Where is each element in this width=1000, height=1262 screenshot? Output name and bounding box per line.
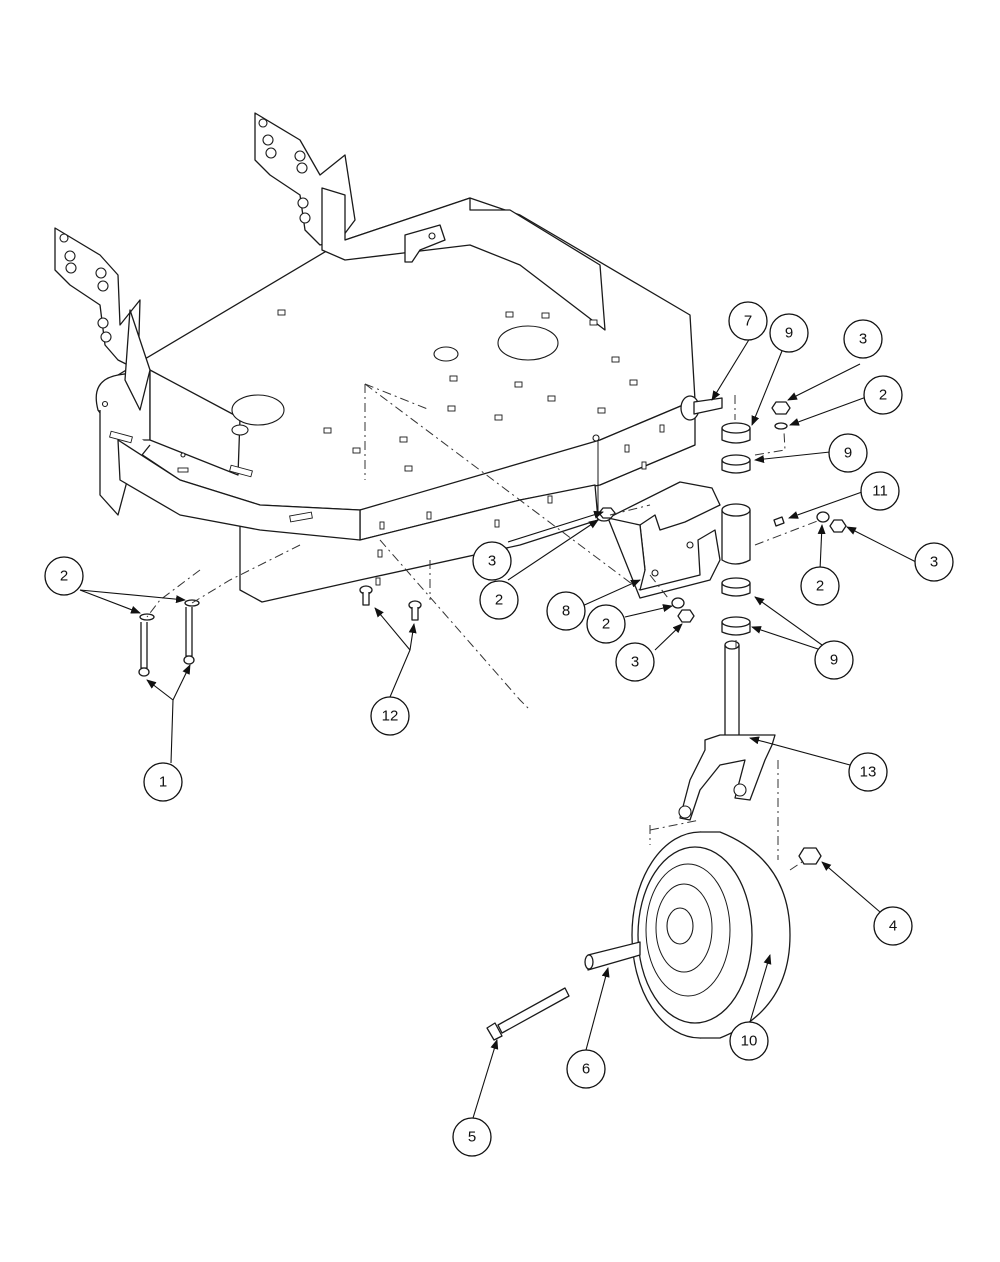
svg-text:7: 7 xyxy=(744,313,752,330)
callout-8: 8 xyxy=(546,591,586,631)
caster-fork xyxy=(678,640,776,821)
svg-text:2: 2 xyxy=(816,578,824,595)
axle-bolt-icon xyxy=(486,987,570,1041)
svg-text:10: 10 xyxy=(741,1033,758,1050)
svg-text:13: 13 xyxy=(860,764,877,781)
svg-text:2: 2 xyxy=(495,592,503,609)
callout-1: 1 xyxy=(143,762,183,802)
svg-text:11: 11 xyxy=(872,483,888,500)
callout-3: 3 xyxy=(843,319,883,359)
callout-2: 2 xyxy=(479,580,519,620)
svg-text:9: 9 xyxy=(844,445,852,462)
callout-9: 9 xyxy=(814,640,854,680)
bushing-icon xyxy=(721,422,751,636)
callout-12: 12 xyxy=(370,696,410,736)
alignment-lines xyxy=(146,383,821,871)
svg-text:4: 4 xyxy=(889,918,897,935)
callout-2: 2 xyxy=(44,556,84,596)
grease-fitting-icon xyxy=(773,516,785,527)
svg-text:2: 2 xyxy=(60,568,68,585)
svg-text:8: 8 xyxy=(562,603,570,620)
svg-text:1: 1 xyxy=(159,774,167,791)
svg-text:3: 3 xyxy=(930,554,938,571)
mower-deck xyxy=(54,112,696,603)
svg-text:9: 9 xyxy=(785,325,793,342)
caster-wheel xyxy=(631,831,791,1039)
svg-text:3: 3 xyxy=(859,331,867,348)
callout-2: 2 xyxy=(800,566,840,606)
bolt-icon xyxy=(138,585,422,677)
callout-2: 2 xyxy=(586,604,626,644)
callout-9: 9 xyxy=(828,433,868,473)
svg-text:9: 9 xyxy=(830,652,838,669)
callout-11: 11 xyxy=(860,471,900,511)
nut-icon xyxy=(598,401,847,865)
callout-5: 5 xyxy=(452,1117,492,1157)
svg-text:2: 2 xyxy=(602,616,610,633)
callout-7: 7 xyxy=(728,301,768,341)
svg-text:12: 12 xyxy=(382,708,399,725)
callout-3: 3 xyxy=(615,642,655,682)
callout-4: 4 xyxy=(873,906,913,946)
callout-13: 13 xyxy=(848,752,888,792)
svg-text:2: 2 xyxy=(879,387,887,404)
spacer-icon xyxy=(584,941,641,971)
callout-10: 10 xyxy=(729,1021,769,1061)
callout-3: 3 xyxy=(914,542,954,582)
svg-text:3: 3 xyxy=(488,553,496,570)
callout-2: 2 xyxy=(863,375,903,415)
clip-pin-icon xyxy=(680,395,723,421)
svg-text:6: 6 xyxy=(582,1061,590,1078)
callout-3: 3 xyxy=(472,541,512,581)
svg-text:3: 3 xyxy=(631,654,639,671)
caster-arm xyxy=(607,481,751,599)
svg-text:5: 5 xyxy=(468,1129,476,1146)
leader-lines xyxy=(79,337,917,1119)
callout-6: 6 xyxy=(566,1049,606,1089)
callout-9: 9 xyxy=(769,313,809,353)
